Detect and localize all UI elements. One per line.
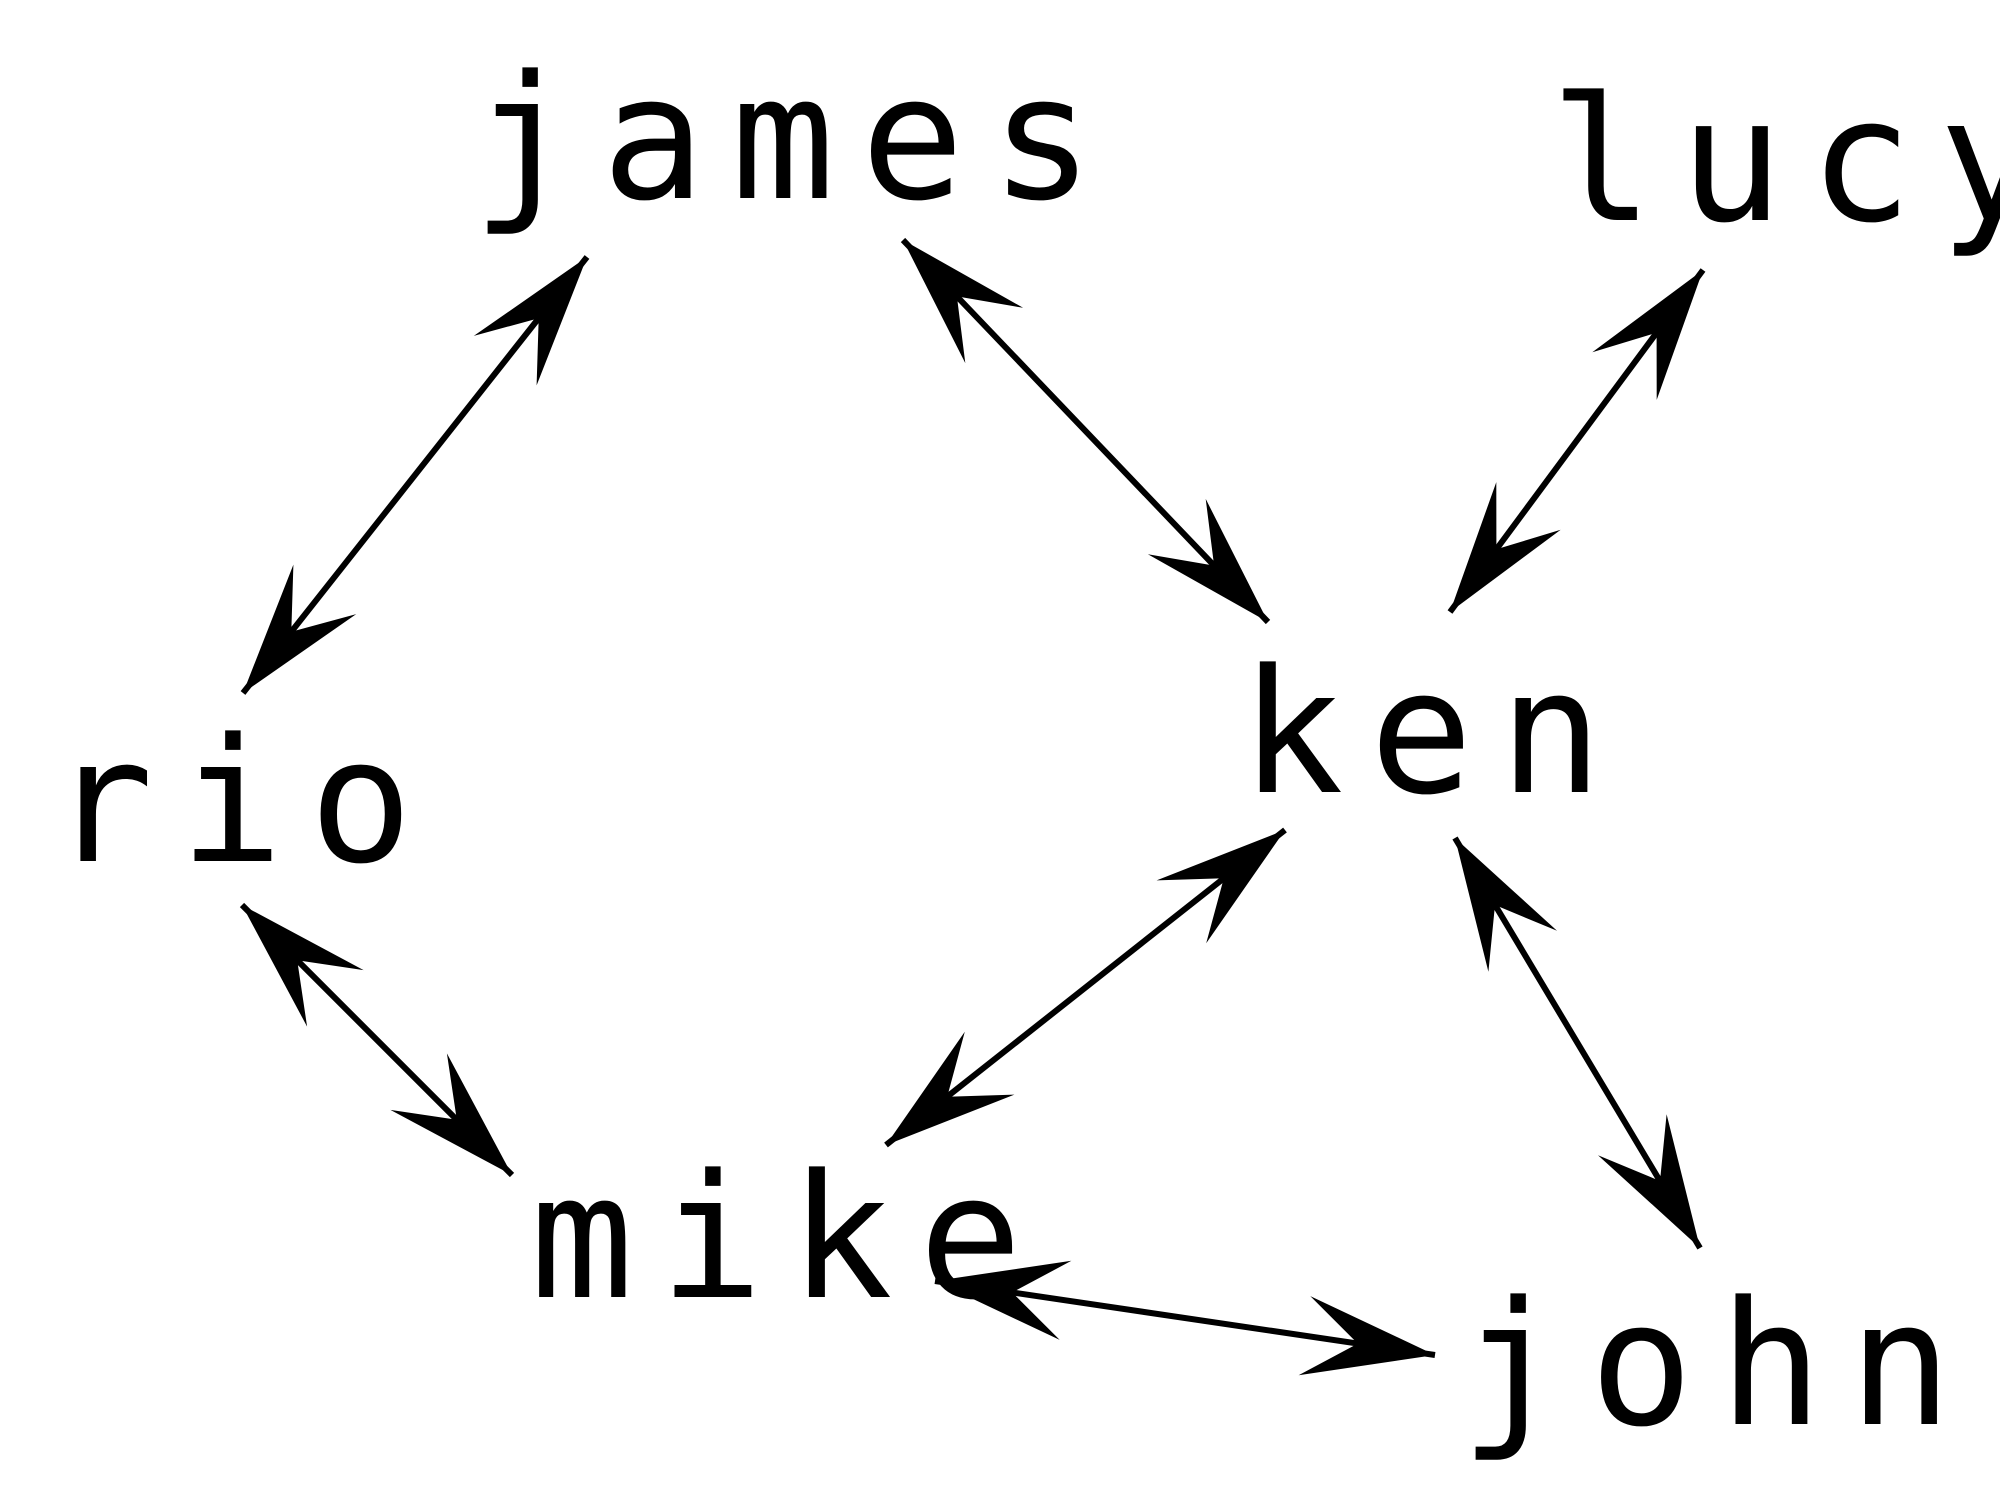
arrowhead-rio-james-at-rio: [243, 564, 357, 693]
arrowhead-james-ken-at-james: [903, 240, 1024, 364]
arrowhead-rio-mike-at-rio: [242, 905, 364, 1027]
arrowhead-mike-john-at-john: [1298, 1296, 1435, 1376]
arrowhead-lucy-ken-at-lucy: [1450, 482, 1561, 612]
edge-rio-james: [240, 255, 590, 695]
node-rio: rio: [50, 701, 439, 902]
arrowhead-ken-john-at-john: [1598, 1114, 1700, 1248]
edge-mike-ken: [884, 827, 1287, 1148]
edge-james-ken: [900, 237, 1271, 625]
node-mike: mike: [530, 1137, 1048, 1338]
node-ken: ken: [1240, 632, 1629, 833]
arrowhead-lucy-ken-at-ken: [1592, 270, 1703, 400]
arrowhead-rio-james-at-james: [473, 257, 587, 386]
edge-ken-john: [1452, 836, 1703, 1250]
arrowhead-ken-john-at-ken: [1455, 838, 1557, 972]
node-john: john: [1460, 1264, 1978, 1465]
arrowhead-rio-mike-at-mike: [390, 1053, 512, 1175]
node-lucy: lucy: [1550, 60, 2000, 261]
node-james: james: [472, 38, 1120, 239]
arrowhead-mike-john-at-mike: [935, 1260, 1072, 1340]
arrowhead-mike-ken-at-mike: [886, 1031, 1015, 1145]
edges: [239, 237, 1706, 1376]
arrowhead-mike-ken-at-ken: [1156, 830, 1285, 944]
edge-mike-john: [934, 1278, 1436, 1358]
arrowhead-james-ken-at-ken: [1147, 498, 1268, 622]
